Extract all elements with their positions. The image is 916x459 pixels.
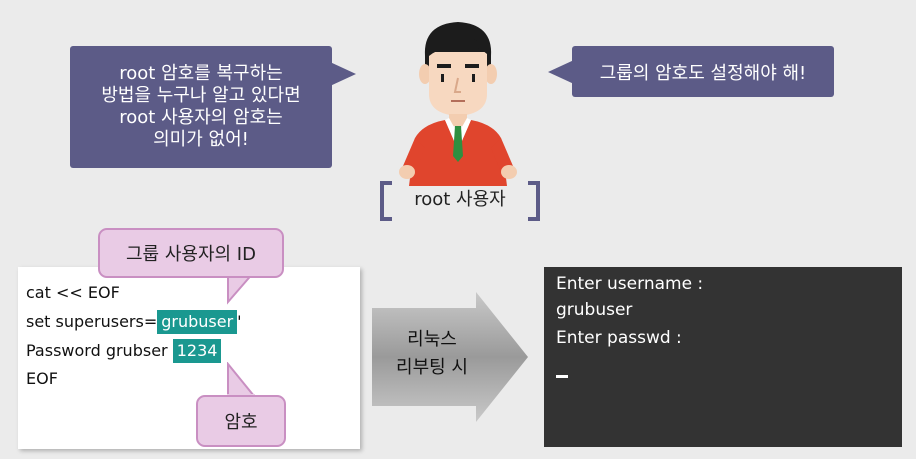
terminal-screen: Enter username : grubuser Enter passwd : [544,267,902,447]
speech-bubble-left-text: root 암호를 복구하는 방법을 누구나 알고 있다면 root 사용자의 암… [101,63,300,151]
grub-config-code-box: cat << EOF set superusers=grubuser' Pass… [18,267,360,449]
code-line-2-suffix: ' [237,312,241,331]
role-label-text: root 사용자 [414,185,506,211]
code-line-3-prefix: Password grubser [26,341,173,360]
speech-bubble-left: root 암호를 복구하는 방법을 누구나 알고 있다면 root 사용자의 암… [70,46,332,168]
code-line-1: cat << EOF [26,281,120,305]
terminal-line-2: grubuser [556,297,632,323]
code-line-2-prefix: set superusers= [26,312,157,331]
arrow-label: 리눅스 리부팅 시 [372,326,492,382]
code-line-2: set superusers=grubuser' [26,310,242,334]
speech-bubble-tail [548,60,574,84]
speech-bubble-right-text: 그룹의 암호도 설정해야 해! [600,59,807,85]
callout-password-text: 암호 [224,408,257,434]
root-user-illustration [395,16,521,186]
speech-bubble-right: 그룹의 암호도 설정해야 해! [572,46,834,97]
right-bracket [528,181,540,221]
terminal-line-3: Enter passwd : [556,325,682,351]
left-bracket [380,181,392,221]
password-highlight: 1234 [173,339,222,363]
username-highlight: grubuser [157,310,237,334]
callout-pw-tail [220,362,260,398]
role-label: root 사용자 [380,181,540,215]
callout-group-id-text: 그룹 사용자의 ID [126,240,256,266]
code-line-4: EOF [26,367,58,391]
terminal-line-1: Enter username : [556,271,703,297]
code-line-3: Password grubser 1234 [26,339,221,363]
speech-bubble-tail [330,62,356,86]
terminal-cursor [556,375,568,378]
callout-group-id: 그룹 사용자의 ID [98,228,284,278]
callout-password: 암호 [196,395,286,447]
